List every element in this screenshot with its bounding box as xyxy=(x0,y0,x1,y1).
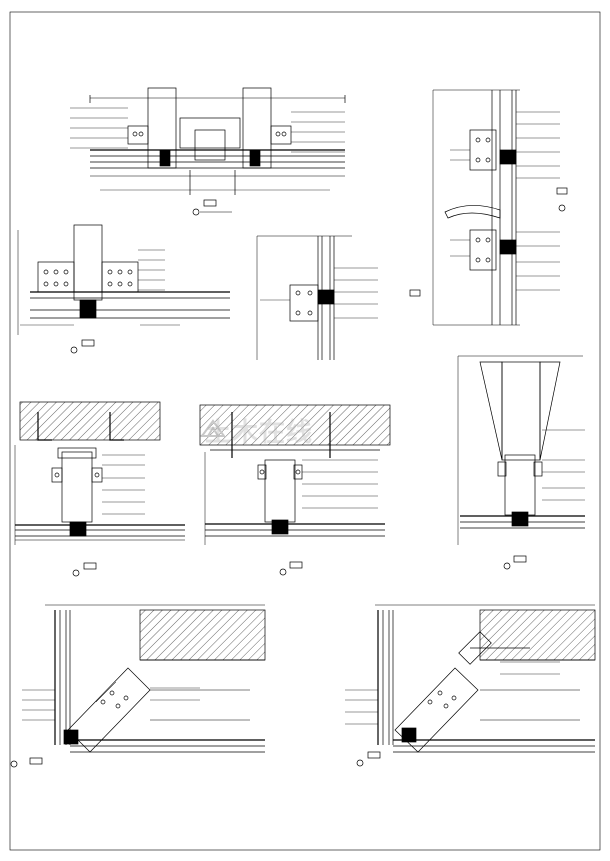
detail-center xyxy=(256,235,421,360)
detail-corner-right xyxy=(345,604,596,767)
detail-top-right xyxy=(432,89,568,326)
detail-mid-left xyxy=(17,224,230,354)
watermark-logo-icon xyxy=(200,419,226,437)
drawing-frame xyxy=(9,11,601,851)
detail-row3-left xyxy=(14,401,185,577)
detail-top-center xyxy=(70,87,346,216)
watermark-text: 土木在线 xyxy=(205,418,314,448)
detail-corner-left xyxy=(10,604,266,768)
detail-row3-center xyxy=(199,404,391,576)
detail-row3-right xyxy=(457,355,585,570)
